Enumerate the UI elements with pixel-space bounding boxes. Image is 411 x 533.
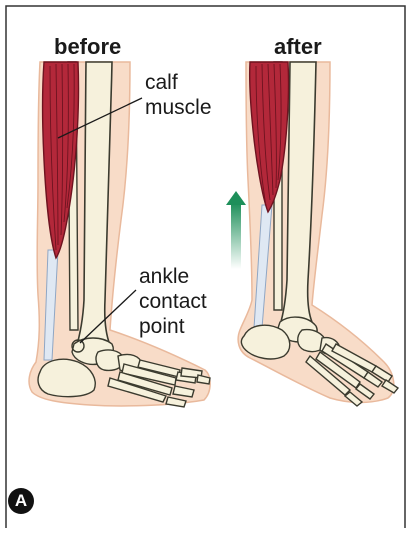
panel-badge: A xyxy=(8,488,34,514)
ankle-contact-point-label: ankle contact point xyxy=(139,264,207,339)
after-leg xyxy=(238,62,398,406)
ankle-contact-label-line3: point xyxy=(139,314,207,339)
calf-muscle-label-line1: calf xyxy=(145,70,212,95)
ankle-contact-label-line2: contact xyxy=(139,289,207,314)
up-arrow-icon xyxy=(226,191,246,269)
ankle-contact-label-line1: ankle xyxy=(139,264,207,289)
after-label: after xyxy=(274,34,322,60)
before-label: before xyxy=(54,34,121,60)
calf-muscle-label: calf muscle xyxy=(145,70,212,120)
calf-muscle-label-line2: muscle xyxy=(145,95,212,120)
